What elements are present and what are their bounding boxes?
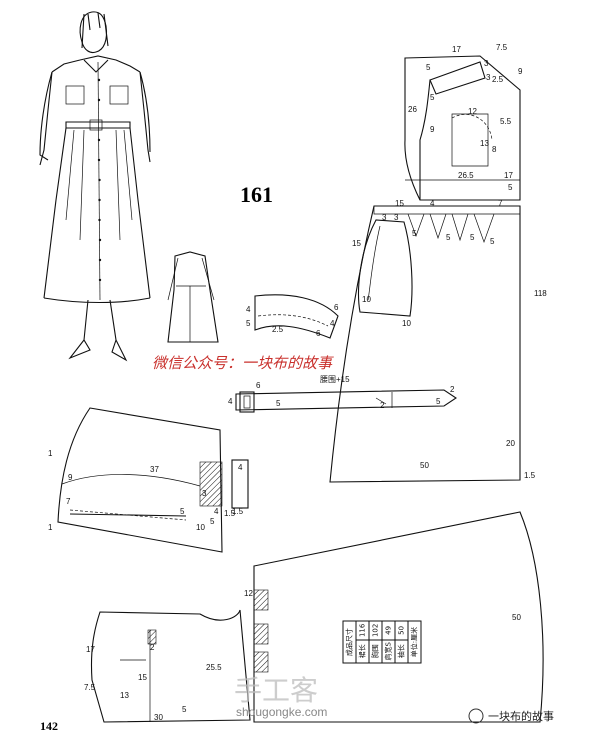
watermark-grey: 手工客 [234,674,318,707]
watermark-url: shougongke.com [236,705,327,719]
bodice-front-pattern: 17 7.5 5 3 3 2.5 9 5 26 12 5.5 13 8 9 26… [404,43,523,201]
back-skirt-pattern: 12 50 [244,511,544,723]
svg-text:3: 3 [394,213,399,222]
svg-text:17: 17 [452,45,461,54]
belt-pattern: 腰围+15 6 5 2 5 2 4 [228,375,457,413]
svg-text:50: 50 [512,613,521,622]
svg-text:50: 50 [420,461,429,470]
svg-text:15: 15 [395,199,404,208]
svg-text:2.5: 2.5 [492,75,504,84]
svg-text:10: 10 [196,523,205,532]
size-row-value: 116 [356,621,369,640]
svg-text:5.5: 5.5 [500,117,512,126]
size-row-label: 胸围 [369,639,382,663]
svg-text:9: 9 [68,473,73,482]
svg-text:3: 3 [382,213,387,222]
svg-text:25.5: 25.5 [206,663,222,672]
belt-label: 腰围+15 [320,375,350,384]
svg-text:4: 4 [214,507,219,516]
placket-buttons [97,78,102,282]
svg-text:5: 5 [508,183,513,192]
svg-text:118: 118 [534,289,547,298]
svg-text:37: 37 [150,465,159,474]
svg-text:5: 5 [246,319,251,328]
svg-text:3: 3 [484,59,489,68]
svg-text:5: 5 [436,397,441,406]
svg-text:2.5: 2.5 [272,325,284,334]
skirt-darts [407,213,495,244]
back-view-illustration [167,251,219,343]
svg-text:10: 10 [362,295,371,304]
svg-text:5: 5 [470,233,475,242]
svg-text:4: 4 [246,305,251,314]
svg-text:1.5: 1.5 [232,507,244,516]
svg-text:6: 6 [256,381,261,390]
svg-text:4: 4 [430,199,435,208]
watermark-red: 微信公众号：一块布的故事 [152,354,334,372]
svg-text:6: 6 [316,329,321,338]
figure-number: 161 [240,182,273,207]
svg-text:2: 2 [380,401,385,410]
svg-text:1.5: 1.5 [224,509,236,518]
svg-text:5: 5 [210,517,215,526]
svg-text:20: 20 [506,439,515,448]
svg-text:9: 9 [430,125,435,134]
svg-text:4: 4 [228,397,233,406]
svg-text:7: 7 [498,199,503,208]
svg-text:2: 2 [450,385,455,394]
account-badge: 一块布的故事 [468,708,554,724]
svg-text:7.5: 7.5 [84,683,96,692]
svg-text:2: 2 [150,643,155,652]
svg-text:7.5: 7.5 [496,43,508,52]
svg-text:6: 6 [334,303,339,312]
svg-text:3: 3 [202,489,207,498]
svg-text:26.5: 26.5 [458,171,474,180]
svg-text:17: 17 [86,645,95,654]
svg-text:15: 15 [352,239,361,248]
svg-text:5: 5 [412,229,417,238]
svg-text:4: 4 [330,319,335,328]
svg-text:30: 30 [154,713,163,722]
size-table-unit: 单位:厘米 [408,621,421,663]
svg-text:1.5: 1.5 [524,471,536,480]
svg-text:13: 13 [120,691,129,700]
size-table-title: 成品尺寸 [343,621,356,663]
svg-text:9: 9 [518,67,523,76]
watermark-account: 一块布的故事 [488,709,554,723]
collar-pattern: 4 5 2.5 6 4 6 [246,294,339,339]
svg-text:3: 3 [486,73,491,82]
bottom-bodice-pattern: 17 7.5 13 15 2 25.5 30 5 [84,609,251,723]
svg-text:17: 17 [504,171,513,180]
size-row-value: 49 [382,621,395,640]
svg-text:5: 5 [182,705,187,714]
svg-text:7: 7 [66,497,71,506]
front-skirt-pattern: 15 3 3 4 5 5 5 5 7 15 10 10 118 20 50 1.… [329,199,547,483]
sleeve-pattern: 1 37 9 1.5 4 3 7 5 4 1.5 1 10 5 [48,407,249,553]
svg-text:5: 5 [446,233,451,242]
svg-text:8: 8 [492,145,497,154]
svg-text:1: 1 [48,449,53,458]
svg-text:5: 5 [490,237,495,246]
page-number: 142 [40,719,58,733]
svg-text:5: 5 [276,399,281,408]
size-row-label: 肩宽S [382,639,395,663]
svg-text:12: 12 [468,107,477,116]
svg-text:13: 13 [480,139,489,148]
size-row-label: 裙长 [356,639,369,663]
fashion-illustration [39,11,151,362]
size-row-value: 102 [369,621,382,640]
svg-text:5: 5 [426,63,431,72]
svg-text:26: 26 [408,105,417,114]
svg-text:12: 12 [244,589,253,598]
svg-text:5: 5 [180,507,185,516]
svg-text:5: 5 [430,93,435,102]
svg-text:4: 4 [238,463,243,472]
svg-text:1: 1 [48,523,53,532]
size-row-label: 袖长 [395,639,408,663]
size-row-value: 50 [395,621,408,640]
svg-text:15: 15 [138,673,147,682]
svg-text:10: 10 [402,319,411,328]
